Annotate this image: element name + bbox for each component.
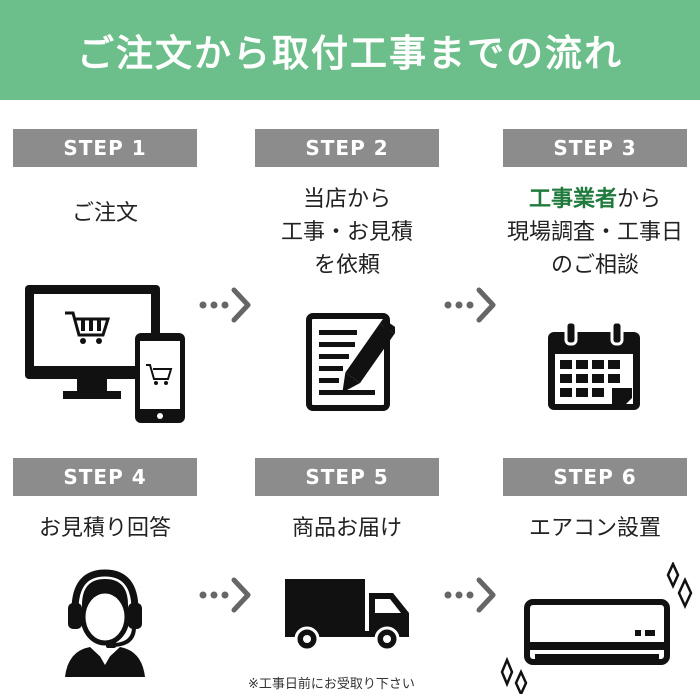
step-2-line-1: 当店から (302, 187, 391, 212)
air-conditioner-icon (500, 562, 693, 694)
step-2-line-2: 工事・お見積 (280, 220, 413, 245)
step-1-line-1: ご注文 (71, 201, 138, 226)
computer-phone-cart-icon (25, 285, 185, 423)
step-5-text: 商品お届け (255, 512, 439, 545)
step-2: STEP 2 当店から 工事・お見積 を依頼 (255, 129, 439, 282)
step-3-highlight: 工事業者 (528, 187, 617, 212)
step-1: STEP 1 ご注文 (13, 129, 197, 230)
step-2-text: 当店から 工事・お見積 を依頼 (255, 183, 439, 282)
step-4-line-1: お見積り回答 (38, 516, 171, 541)
step-6: STEP 6 エアコン設置 (503, 458, 687, 545)
step-4: STEP 4 お見積り回答 (13, 458, 197, 545)
step-5: STEP 5 商品お届け (255, 458, 439, 545)
step-5-line-1: 商品お届け (291, 516, 402, 541)
step-3-line-1: 工事業者から (503, 183, 687, 216)
arrow-right-icon (444, 287, 496, 323)
delivery-note: ※工事日前にお受取り下さい (248, 677, 415, 692)
step-6-label: STEP 6 (503, 458, 687, 496)
step-6-text: エアコン設置 (503, 512, 687, 545)
step-5-label: STEP 5 (255, 458, 439, 496)
page-title: ご注文から取付工事までの流れ (77, 32, 623, 75)
step-2-label: STEP 2 (255, 129, 439, 167)
step-6-line-1: エアコン設置 (528, 516, 661, 541)
step-4-label: STEP 4 (13, 458, 197, 496)
step-1-text: ご注文 (13, 197, 197, 230)
arrow-right-icon (444, 577, 496, 613)
step-1-label: STEP 1 (13, 129, 197, 167)
operator-headset-icon (65, 569, 145, 677)
document-pen-icon (306, 313, 395, 411)
delivery-truck-icon (285, 579, 409, 652)
arrow-right-icon (199, 287, 251, 323)
step-2-line-3: を依頼 (313, 253, 380, 278)
step-3-line-1-suffix: から (617, 187, 662, 212)
step-3-line-2: 現場調査・工事日 (506, 220, 683, 245)
step-3-label: STEP 3 (503, 129, 687, 167)
step-4-text: お見積り回答 (13, 512, 197, 545)
step-3-text: 工事業者から 現場調査・工事日 のご相談 (503, 183, 687, 282)
step-3-line-3: のご相談 (550, 253, 639, 278)
step-3: STEP 3 工事業者から 現場調査・工事日 のご相談 (503, 129, 687, 282)
arrow-right-icon (199, 577, 251, 613)
header-banner: ご注文から取付工事までの流れ (0, 0, 700, 100)
calendar-icon (548, 322, 640, 410)
